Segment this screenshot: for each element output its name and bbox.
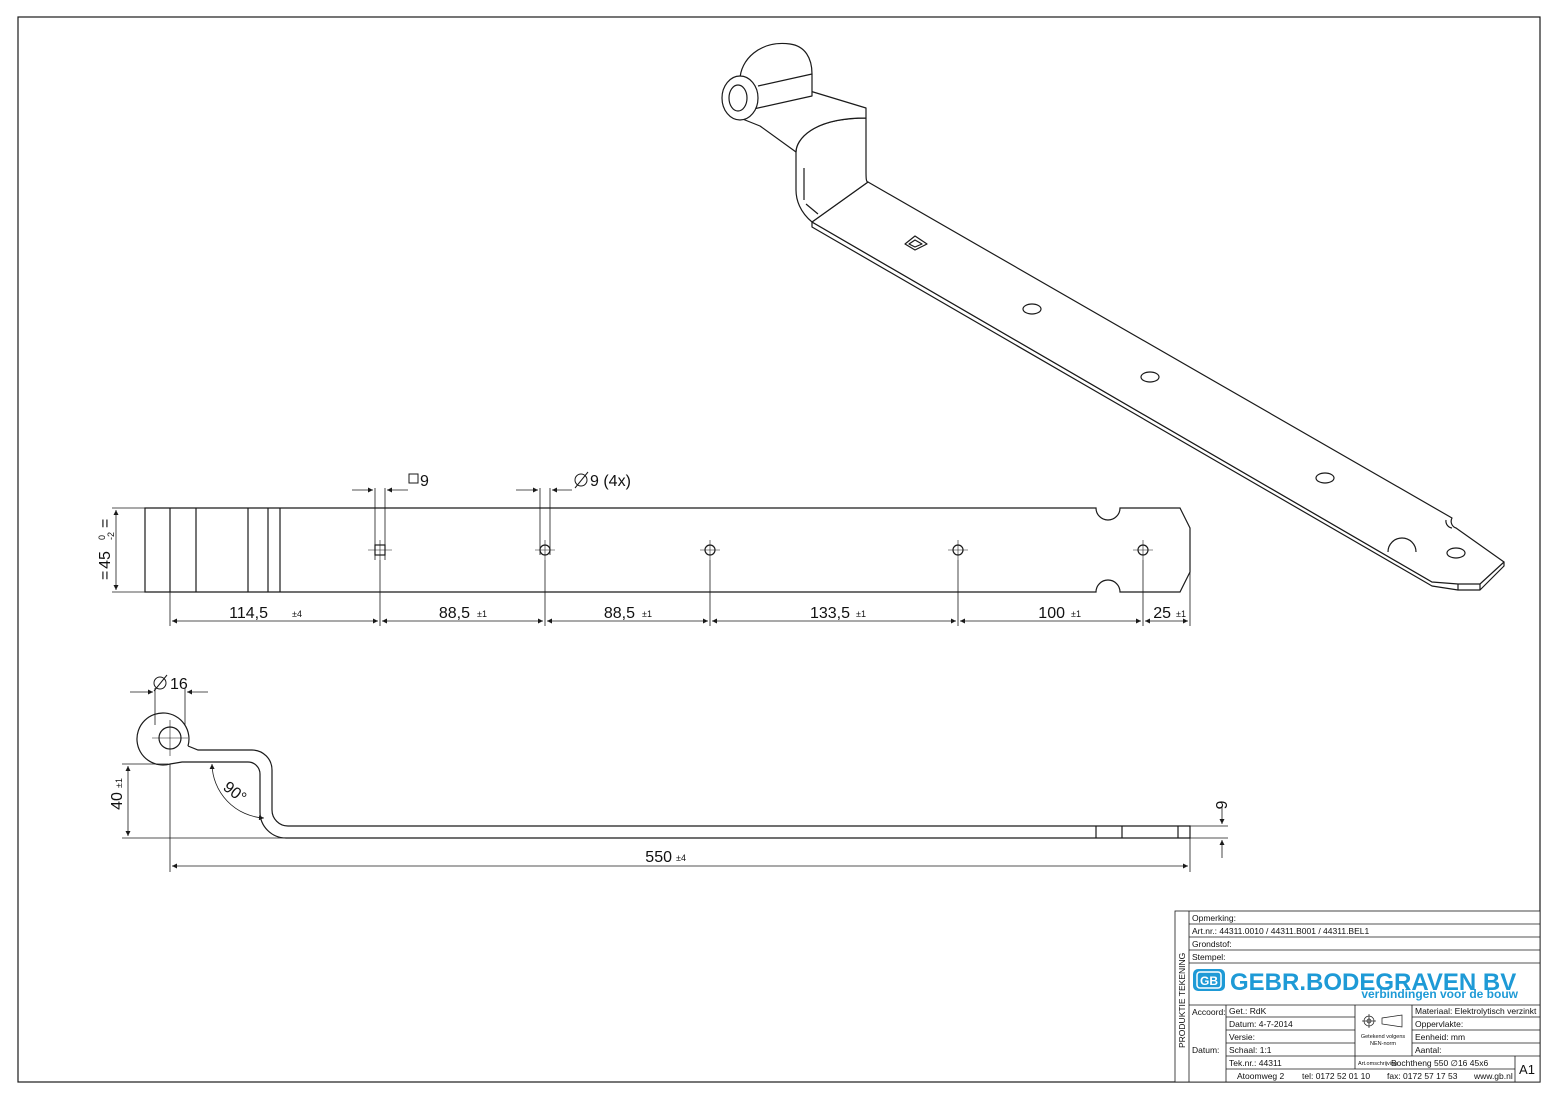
opmerking-label: Opmerking: xyxy=(1192,913,1236,923)
isometric-view xyxy=(721,42,1505,591)
spacing-2-value: 88,5 xyxy=(439,605,470,622)
svg-text:=: = xyxy=(97,519,114,528)
angle-value: 90° xyxy=(220,779,250,807)
height-dimension: 45 0 -2 = = xyxy=(97,519,116,580)
side-view-dimension-texts: 16 40 ±1 90° 550 ±4 6 xyxy=(109,674,1229,866)
stempel-label: Stempel: xyxy=(1192,952,1226,962)
fax-field: fax: 0172 57 17 53 xyxy=(1387,1071,1458,1081)
get-field: Get.: RdK xyxy=(1229,1006,1267,1016)
sheet-border xyxy=(17,16,1541,1083)
schaal-field: Schaal: 1:1 xyxy=(1229,1045,1272,1055)
eenheid-field: Eenheid: mm xyxy=(1415,1032,1465,1042)
spacing-4-value: 133,5 xyxy=(810,605,850,622)
spacing-6-value: 25 xyxy=(1153,605,1171,622)
nen-text-1: Getekend volgens xyxy=(1361,1034,1406,1040)
top-view-dimension-texts: 9 9 (4x) 45 0 -2 = = 114,5 ±4 88,5 ±1 88… xyxy=(97,471,1186,622)
length-value: 550 xyxy=(645,849,672,866)
diameter-symbol xyxy=(574,471,589,489)
teknr-field: Tek.nr.: 44311 xyxy=(1229,1058,1282,1068)
artnr-label: Art.nr.: 44311.0010 / 44311.B001 / 44311… xyxy=(1192,926,1369,936)
diameter-symbol-2 xyxy=(153,674,168,692)
accoord-label: Accoord: xyxy=(1192,1007,1226,1017)
offset-dimension: 40 ±1 xyxy=(109,778,126,810)
nen-text-2: NEN-norm xyxy=(1370,1041,1396,1047)
thickness-dimension: 6 xyxy=(1212,801,1229,810)
square-hole-dimension: 9 xyxy=(420,473,429,490)
grondstof-label: Grondstof: xyxy=(1192,939,1232,949)
round-hole-dimension: 9 (4x) xyxy=(590,473,631,490)
title-block: PRODUKTIE TEKENING Opmerking: Art.nr.: 4… xyxy=(1174,910,1541,1083)
top-view xyxy=(144,507,1191,593)
aantal-field: Aantal: xyxy=(1415,1045,1441,1055)
spacing-2-tol: ±1 xyxy=(477,609,487,619)
top-view-dimensions xyxy=(112,487,1191,626)
company-tagline: verbindingen voor de bouw xyxy=(1361,987,1518,1001)
web-field: www.gb.nl xyxy=(1473,1071,1513,1081)
versie-field: Versie: xyxy=(1229,1032,1255,1042)
logo-text: GB xyxy=(1200,974,1218,988)
address-field: Atoomweg 2 xyxy=(1237,1071,1285,1081)
svg-text:45: 45 xyxy=(97,551,114,569)
svg-text:±1: ±1 xyxy=(114,778,124,788)
spacing-5-tol: ±1 xyxy=(1071,609,1081,619)
svg-text:=: = xyxy=(97,571,114,580)
datum-field: Datum: 4-7-2014 xyxy=(1229,1019,1293,1029)
spacing-6-tol: ±1 xyxy=(1176,609,1186,619)
svg-text:0: 0 xyxy=(97,535,107,540)
side-view xyxy=(136,712,1191,839)
spacing-4-tol: ±1 xyxy=(856,609,866,619)
projection-symbol-icon xyxy=(1362,1014,1403,1028)
spacing-1-tol: ±4 xyxy=(292,609,302,619)
company-logo: GB GEBR.BODEGRAVEN BV verbindingen voor … xyxy=(1193,969,1519,1001)
svg-text:-2: -2 xyxy=(106,532,116,540)
svg-text:6: 6 xyxy=(1212,801,1229,810)
eye-diameter-value: 16 xyxy=(170,676,188,693)
spacing-5-value: 100 xyxy=(1038,605,1065,622)
oppervlakte-field: Oppervlakte: xyxy=(1415,1019,1463,1029)
spacing-3-tol: ±1 xyxy=(642,609,652,619)
side-label: PRODUKTIE TEKENING xyxy=(1177,953,1187,1048)
spacing-3-value: 88,5 xyxy=(604,605,635,622)
omschrijving-field: Bochtheng 550 ∅16 45x6 xyxy=(1391,1058,1488,1068)
tel-field: tel: 0172 52 01 10 xyxy=(1302,1071,1370,1081)
datum-side-label: Datum: xyxy=(1192,1045,1219,1055)
length-tol: ±4 xyxy=(676,853,686,863)
side-view-dimensions xyxy=(122,688,1228,872)
square-symbol xyxy=(408,473,419,484)
company-name: GEBR.BODEGRAVEN BV xyxy=(1230,969,1516,996)
format-field: A1 xyxy=(1519,1062,1535,1077)
omschrijving-label: Art.omschrijving: xyxy=(1358,1061,1399,1067)
svg-text:PRODUKTIE TEKENING: PRODUKTIE TEKENING xyxy=(1177,953,1187,1048)
svg-text:40: 40 xyxy=(109,792,126,810)
spacing-1-value: 114,5 xyxy=(229,605,268,622)
materiaal-field: Materiaal: Elektrolytisch verzinkt xyxy=(1415,1006,1537,1016)
